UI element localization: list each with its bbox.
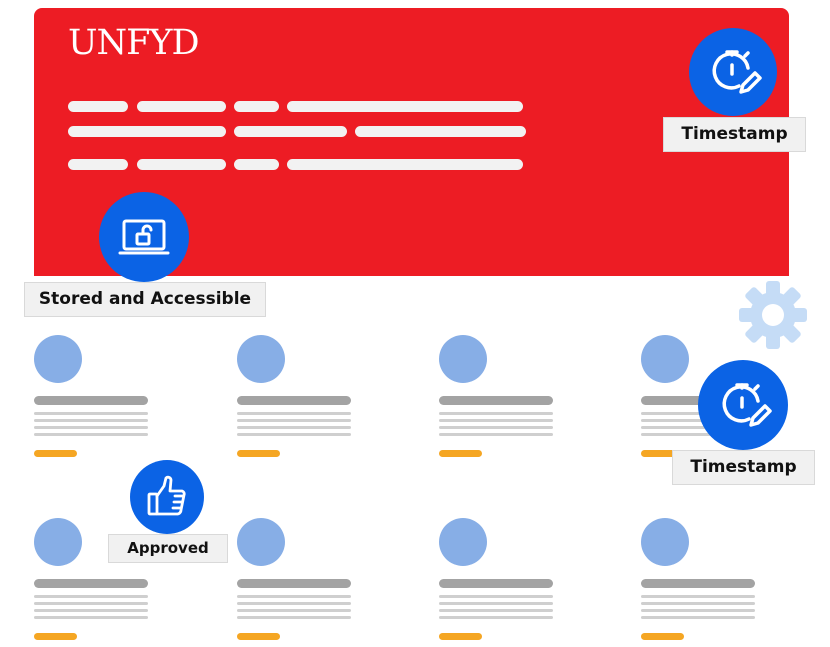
card-avatar: [641, 335, 689, 383]
card-accent-bar: [237, 450, 280, 457]
stored-badge: [99, 192, 189, 282]
card-text-line: [34, 602, 148, 605]
card-text-line: [641, 602, 755, 605]
card-text-line: [439, 433, 553, 436]
card-text-line: [237, 412, 351, 415]
card-text-line: [439, 412, 553, 415]
card-text-line: [641, 419, 755, 422]
card-text-line: [237, 616, 351, 619]
card-text-line: [237, 426, 351, 429]
card-text-line: [34, 595, 148, 598]
card-text-line: [641, 616, 755, 619]
timestamp-badge-right: [698, 360, 788, 450]
card-text-line: [237, 602, 351, 605]
card-title-placeholder: [439, 396, 553, 405]
card-avatar: [439, 518, 487, 566]
stopwatch-edit-icon: [712, 50, 762, 94]
card-text-line: [641, 433, 755, 436]
card-avatar: [34, 335, 82, 383]
card-text-line: [34, 609, 148, 612]
laptop-unlock-icon: [118, 219, 170, 255]
card-accent-bar: [34, 633, 77, 640]
card-avatar: [237, 518, 285, 566]
approved-label: Approved: [108, 534, 228, 563]
card-accent-bar: [641, 633, 684, 640]
card-title-placeholder: [439, 579, 553, 588]
card-title-placeholder: [641, 579, 755, 588]
card-text-line: [34, 419, 148, 422]
card-text-line: [237, 595, 351, 598]
card-avatar: [439, 335, 487, 383]
card-title-placeholder: [34, 579, 148, 588]
card-text-line: [439, 419, 553, 422]
card-title-placeholder: [237, 579, 351, 588]
stopwatch-edit-icon: [722, 383, 772, 427]
stored-label: Stored and Accessible: [24, 282, 266, 317]
card-avatar: [641, 518, 689, 566]
card-text-line: [34, 616, 148, 619]
timestamp-label-right: Timestamp: [672, 450, 815, 485]
card-avatar: [237, 335, 285, 383]
card-text-line: [439, 616, 553, 619]
timestamp-badge-top: [689, 28, 777, 116]
card-accent-bar: [34, 450, 77, 457]
thumbs-up-icon: [147, 475, 186, 516]
approved-badge: [130, 460, 204, 534]
card-text-line: [439, 609, 553, 612]
timestamp-label-top: Timestamp: [663, 117, 806, 152]
card-text-line: [439, 595, 553, 598]
card-accent-bar: [439, 450, 482, 457]
card-text-line: [641, 609, 755, 612]
card-accent-bar: [641, 450, 684, 457]
card-accent-bar: [237, 633, 280, 640]
card-text-line: [34, 426, 148, 429]
gear-icon: [739, 281, 807, 349]
card-text-line: [237, 433, 351, 436]
card-text-line: [439, 602, 553, 605]
card-text-line: [237, 419, 351, 422]
card-text-line: [641, 426, 755, 429]
card-title-placeholder: [34, 396, 148, 405]
card-text-line: [34, 412, 148, 415]
card-text-line: [439, 426, 553, 429]
card-text-line: [34, 433, 148, 436]
card-text-line: [237, 609, 351, 612]
card-text-line: [641, 595, 755, 598]
brand-logo: UNFYD: [68, 23, 200, 63]
card-accent-bar: [439, 633, 482, 640]
card-avatar: [34, 518, 82, 566]
card-title-placeholder: [237, 396, 351, 405]
